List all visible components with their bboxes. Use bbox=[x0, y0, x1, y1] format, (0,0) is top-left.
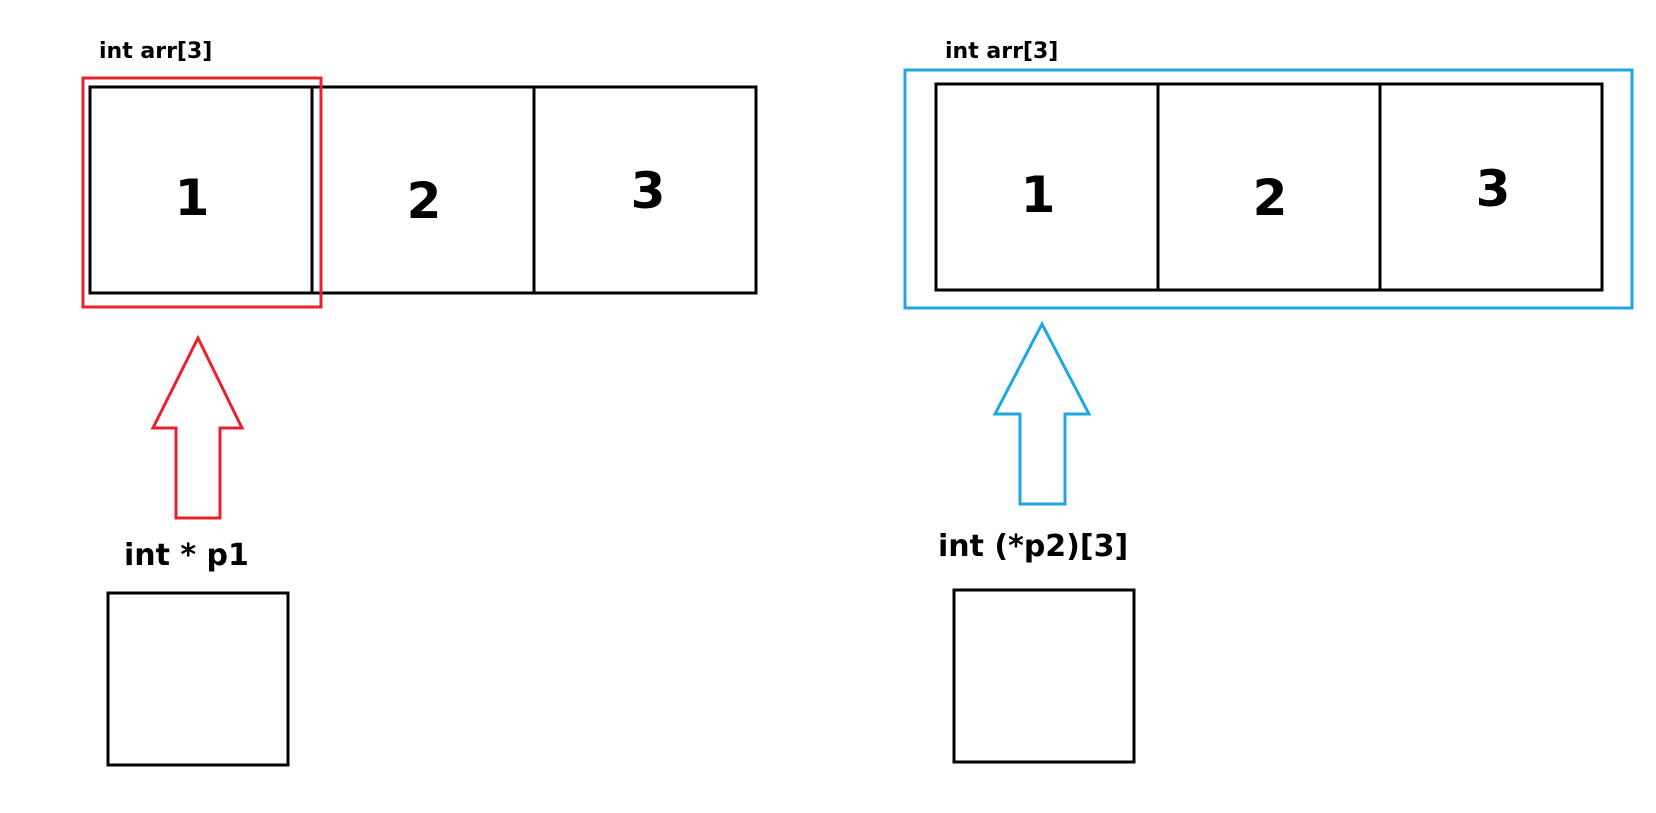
left-array-value-2: 2 bbox=[407, 172, 442, 230]
right-pointer-arrow-icon bbox=[992, 320, 1092, 506]
right-array-cell-3 bbox=[1378, 82, 1604, 292]
right-pointer-label: int (*p2)[3] bbox=[938, 529, 1128, 564]
left-array-cell-2 bbox=[310, 85, 536, 295]
left-pointer-arrow-icon bbox=[150, 334, 245, 520]
right-array-value-1: 1 bbox=[1021, 166, 1056, 224]
left-array-value-1: 1 bbox=[175, 169, 210, 227]
right-array-value-2: 2 bbox=[1253, 169, 1288, 227]
left-pointer-label: int * p1 bbox=[124, 538, 249, 573]
left-array: 1 2 3 bbox=[88, 85, 758, 295]
left-array-cell-3 bbox=[532, 85, 758, 295]
left-pointer-box bbox=[106, 591, 290, 767]
right-array: 1 2 3 bbox=[934, 82, 1604, 292]
right-array-cell-1 bbox=[934, 82, 1160, 292]
left-array-label: int arr[3] bbox=[99, 39, 212, 64]
right-pointer-box bbox=[952, 588, 1136, 764]
right-array-value-3: 3 bbox=[1476, 160, 1511, 218]
left-first-element-highlight bbox=[81, 76, 323, 309]
left-array-value-3: 3 bbox=[631, 162, 666, 220]
left-array-cell-1 bbox=[88, 85, 314, 295]
right-array-cell-2 bbox=[1156, 82, 1382, 292]
left-panel: int arr[3] 1 2 3 int * p1 bbox=[81, 39, 758, 767]
right-panel: int arr[3] 1 2 3 int (*p2)[3] bbox=[903, 39, 1634, 764]
right-array-label: int arr[3] bbox=[945, 39, 1058, 64]
right-whole-array-highlight bbox=[903, 68, 1634, 310]
